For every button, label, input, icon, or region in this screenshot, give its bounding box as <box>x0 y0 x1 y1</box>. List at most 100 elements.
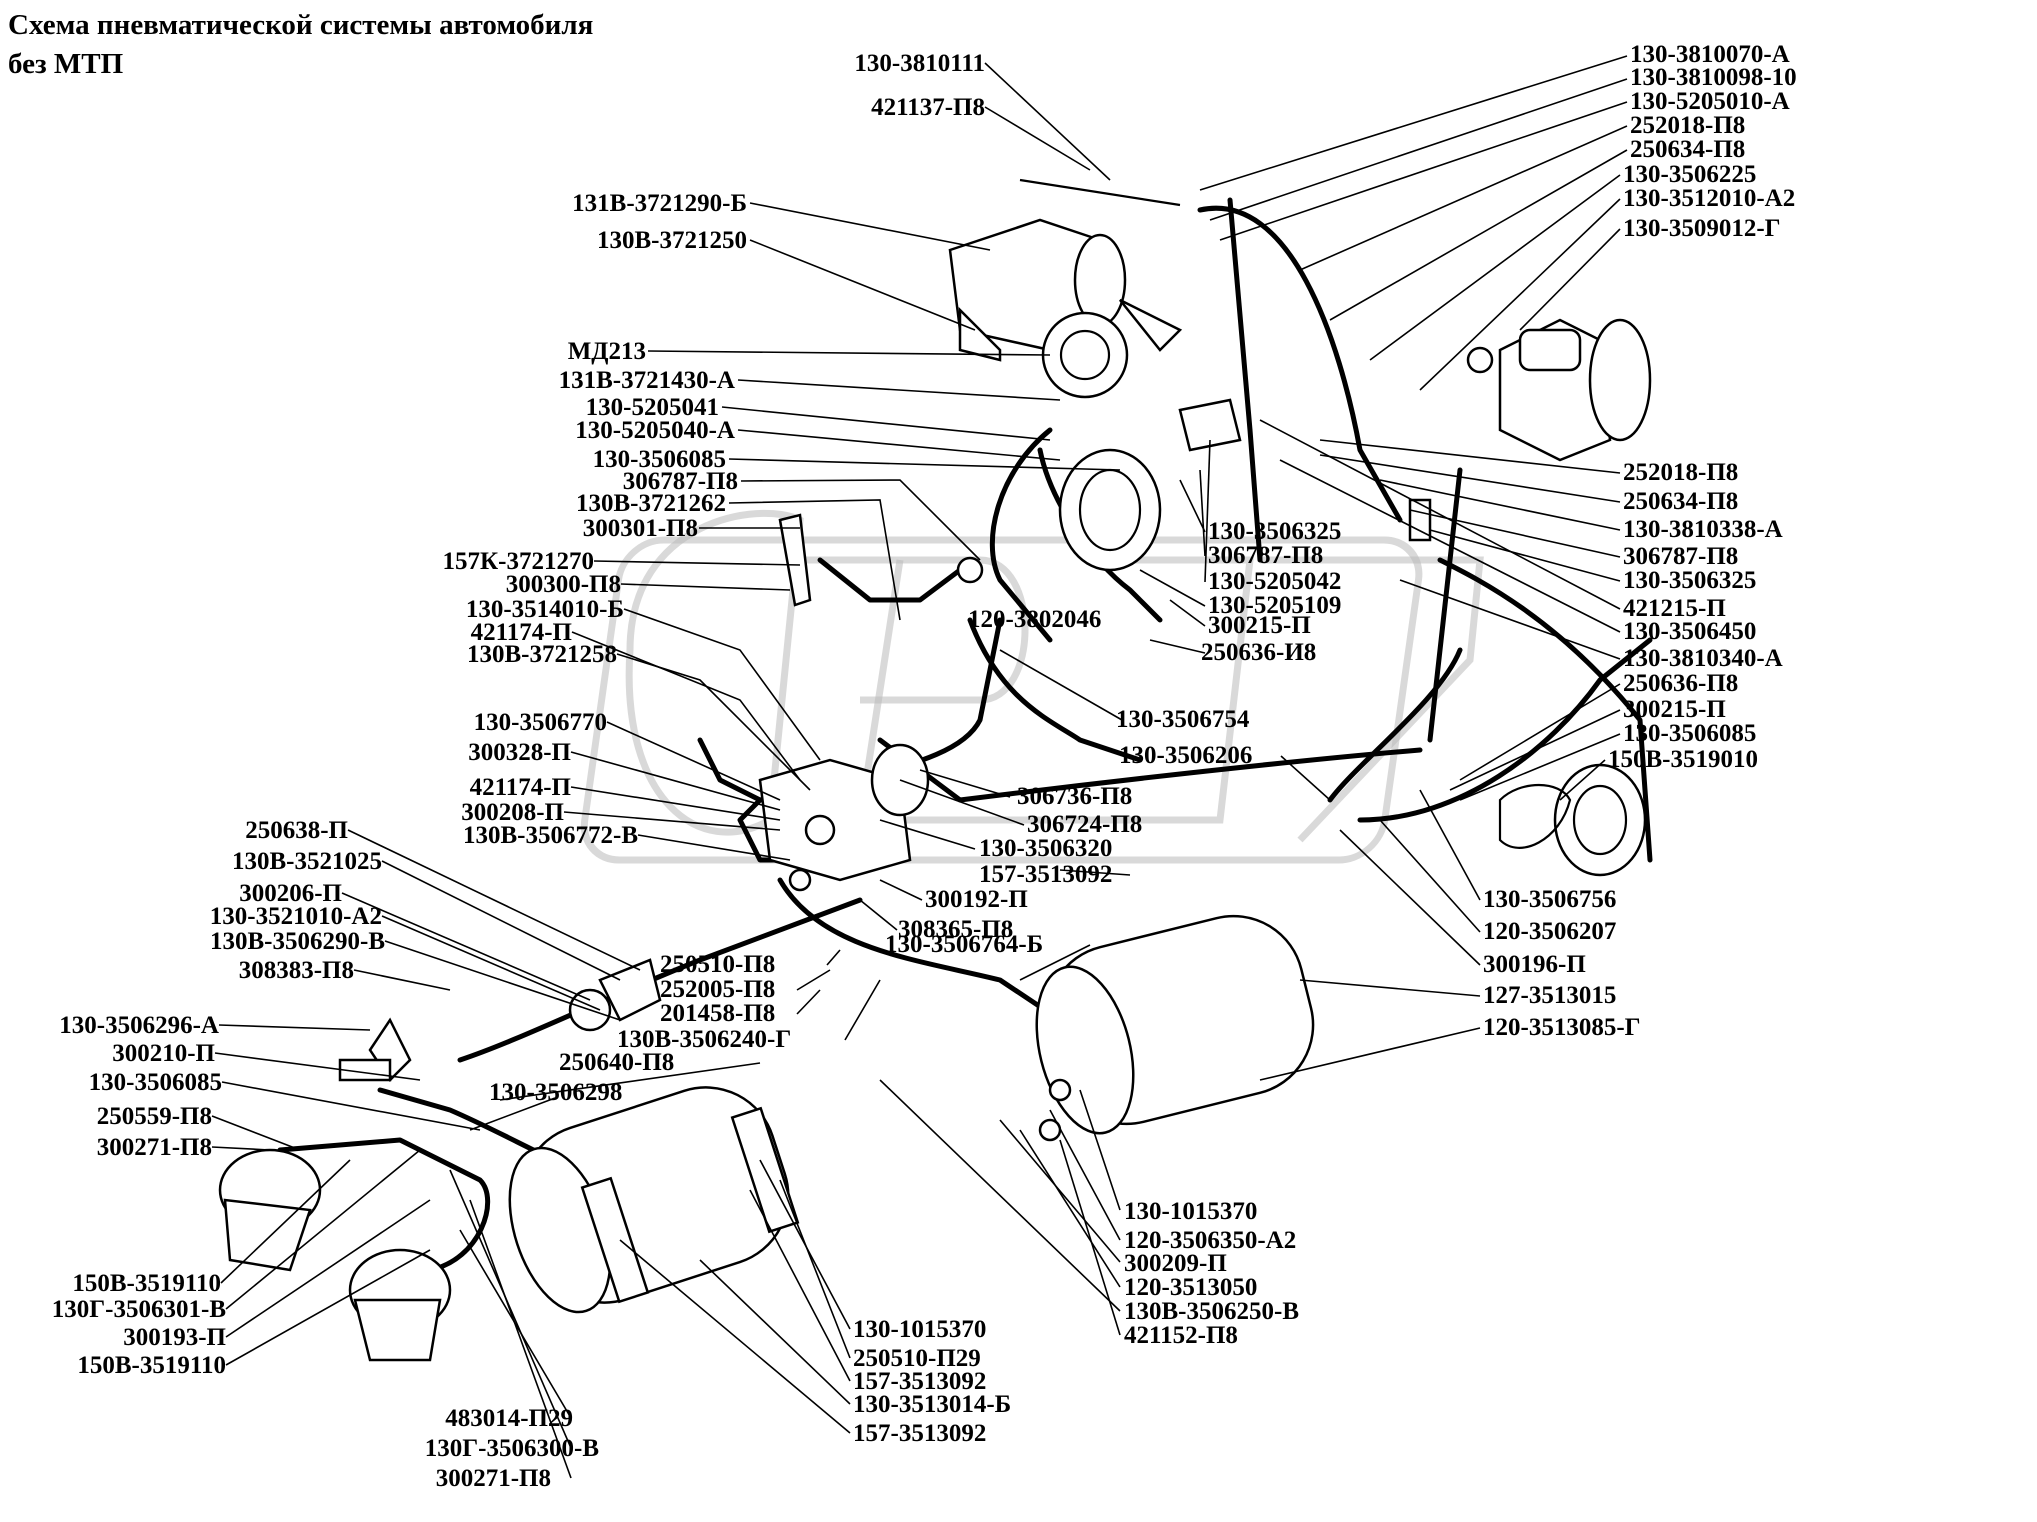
page-title-line-2: без МТП <box>8 48 124 80</box>
part-label: 201458-П8 <box>660 1000 776 1027</box>
part-label: 421174-П <box>470 619 572 646</box>
part-label: 131В-3721430-А <box>558 367 735 394</box>
part-label: 130-3506320 <box>979 835 1113 862</box>
part-label: 300300-П8 <box>505 571 621 598</box>
part-label: 130-3506770 <box>473 709 607 736</box>
part-label: 127-3513015 <box>1483 982 1617 1009</box>
part-label: 300328-П <box>468 739 571 766</box>
part-label: 300192-П <box>925 886 1028 913</box>
part-label: 130-5205040-А <box>575 417 735 444</box>
part-label: 300271-П8 <box>96 1134 212 1161</box>
part-label: 130-3512010-А2 <box>1623 185 1796 212</box>
part-label: 250634-П8 <box>1623 488 1739 515</box>
part-label: 130Г-3506300-В <box>424 1435 599 1462</box>
part-label: 300209-П <box>1124 1250 1227 1277</box>
part-label: 130-5205042 <box>1208 568 1342 595</box>
part-label: 130-1015370 <box>853 1316 987 1343</box>
part-label: 130-3506085 <box>88 1069 222 1096</box>
part-label: 300208-П <box>461 799 564 826</box>
part-label: 131В-3721290-Б <box>572 190 747 217</box>
part-label: 300215-П <box>1208 612 1311 639</box>
part-label: 306724-П8 <box>1027 811 1143 838</box>
part-label: 130В-3506240-Г <box>617 1026 792 1053</box>
part-label: 150В-3519110 <box>72 1270 221 1297</box>
part-label: 130-3506756 <box>1483 886 1617 913</box>
part-label: 421152-П8 <box>1124 1322 1238 1349</box>
part-label: 250559-П8 <box>96 1103 212 1130</box>
part-label: 300206-П <box>239 880 342 907</box>
part-label: 308365-П8 <box>898 916 1014 943</box>
part-label: 130-3506085 <box>592 446 726 473</box>
part-label: 250640-П8 <box>559 1049 675 1076</box>
part-label: МД213 <box>567 338 646 365</box>
part-label: 250634-П8 <box>1630 136 1746 163</box>
part-label: 130В-3506290-В <box>210 928 385 955</box>
part-label: 130В-3721258 <box>467 641 617 668</box>
part-label: 250638-П <box>245 817 348 844</box>
part-label: 120-3506350-А2 <box>1124 1227 1297 1254</box>
part-label: 157К-3721270 <box>442 548 594 575</box>
part-label: 130-3506325 <box>1623 567 1757 594</box>
part-label: 130-3506085 <box>1623 720 1757 747</box>
part-label: 150В-3519110 <box>77 1352 226 1379</box>
part-label: 306787-П8 <box>1208 542 1324 569</box>
part-label: 421137-П8 <box>871 94 985 121</box>
part-label: 130В-3721250 <box>597 227 747 254</box>
part-label: 130-3810338-А <box>1623 516 1783 543</box>
part-label: 421215-П <box>1623 595 1726 622</box>
page-title: Схема пневматической системы автомобиля … <box>8 6 593 84</box>
part-label: 150В-3519010 <box>1608 746 1758 773</box>
part-label: 130-3506754 <box>1116 706 1250 733</box>
part-label: 130-3514010-Б <box>465 596 624 623</box>
part-label: 130-3810340-А <box>1623 645 1783 672</box>
part-label: 130В-3521025 <box>232 848 382 875</box>
part-label: 120-3513050 <box>1124 1274 1258 1301</box>
part-label: 130-3506296-А <box>59 1012 219 1039</box>
part-label: 130-3506764-Б <box>885 931 1044 958</box>
part-label: 120-3506207 <box>1483 918 1617 945</box>
part-label: 300271-П8 <box>435 1465 551 1492</box>
part-label: 252005-П8 <box>660 976 776 1003</box>
part-label: 250510-П29 <box>853 1345 981 1372</box>
part-label: 130-3509012-Г <box>1623 215 1781 242</box>
part-label: 120-3513085-Г <box>1483 1014 1641 1041</box>
part-label: 250636-И8 <box>1201 639 1317 666</box>
part-label: 130-3513014-Б <box>853 1391 1012 1418</box>
part-label: 120-3802046 <box>968 606 1102 633</box>
part-label: 306787-П8 <box>622 468 738 495</box>
part-label: 250636-П8 <box>1623 670 1739 697</box>
part-label: 130-3506206 <box>1119 742 1253 769</box>
part-label: 130В-3506250-В <box>1124 1298 1299 1325</box>
part-label: 306736-П8 <box>1017 783 1133 810</box>
part-label: 421174-П <box>469 774 571 801</box>
part-label: 130-3810098-10 <box>1630 64 1797 91</box>
part-label: 130-5205041 <box>585 394 719 421</box>
part-label: 300210-П <box>112 1040 215 1067</box>
part-label: 157-3513092 <box>853 1368 987 1395</box>
part-label: 300215-П <box>1623 696 1726 723</box>
part-label: 130-3506225 <box>1623 161 1757 188</box>
part-label: 130В-3506772-В <box>463 822 638 849</box>
part-label: 252018-П8 <box>1623 459 1739 486</box>
part-label: 483014-П29 <box>445 1405 573 1432</box>
page-title-line-1: Схема пневматической системы автомобиля <box>8 9 594 41</box>
part-label: 306787-П8 <box>1623 543 1739 570</box>
part-label: 157-3513092 <box>979 861 1113 888</box>
part-label: 252018-П8 <box>1630 112 1746 139</box>
part-label: 130-1015370 <box>1124 1198 1258 1225</box>
part-label: 300193-П <box>123 1324 226 1351</box>
part-label: 130-5205010-А <box>1630 88 1790 115</box>
part-label: 300196-П <box>1483 951 1586 978</box>
part-label: 130В-3721262 <box>576 490 726 517</box>
part-label: 130Г-3506301-В <box>51 1296 226 1323</box>
part-label: 130-3810111 <box>854 50 985 77</box>
part-label: 130-5205109 <box>1208 592 1342 619</box>
part-label: 130-3506325 <box>1208 518 1342 545</box>
part-label: 250510-П8 <box>660 951 776 978</box>
part-label: 300301-П8 <box>582 515 698 542</box>
part-label: 130-3506298 <box>489 1079 623 1106</box>
components <box>218 178 1652 1362</box>
pressure-gauge-icon <box>1041 311 1129 399</box>
part-label: 130-3506450 <box>1623 618 1757 645</box>
